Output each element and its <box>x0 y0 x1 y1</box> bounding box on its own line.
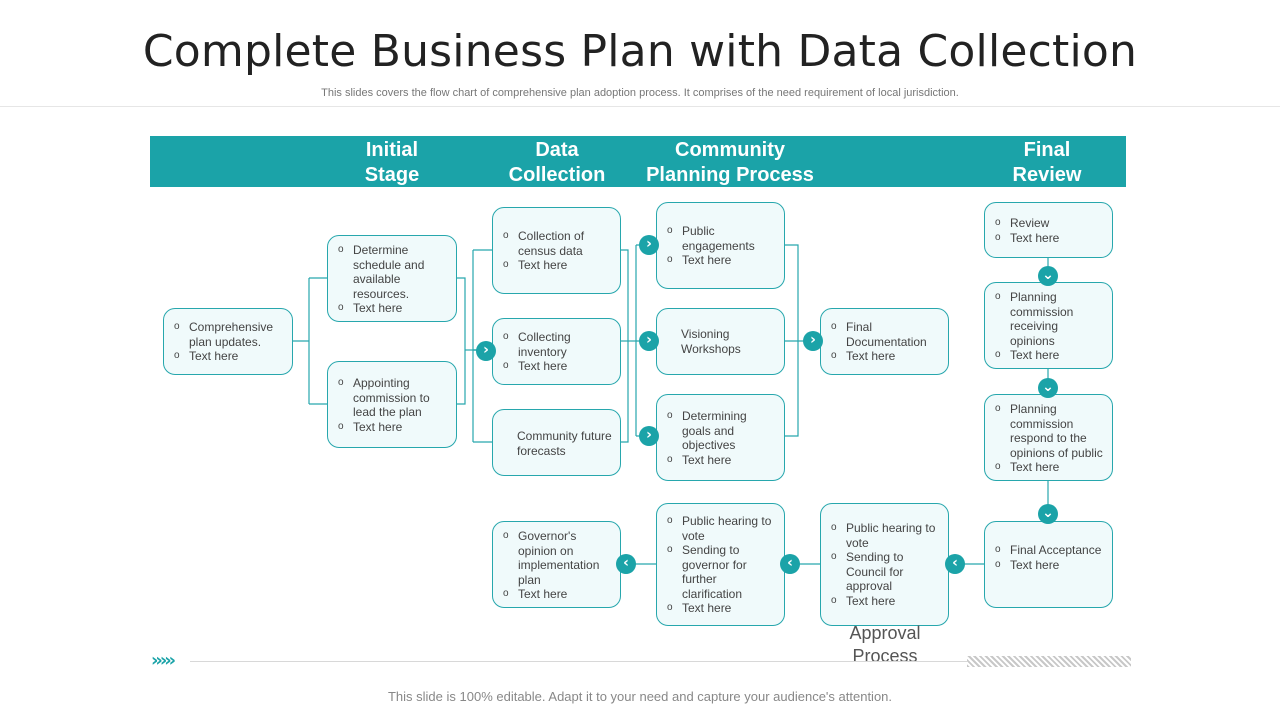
box-visioning-workshops: Visioning Workshops <box>656 308 785 375</box>
box-public-engagements: Public engagementsText here <box>656 202 785 289</box>
hatch-decoration <box>967 656 1131 667</box>
box-public-hearing-governor: Public hearing to voteSending to governo… <box>656 503 785 626</box>
box-comprehensive-plan-updates: Comprehensive plan updates.Text here <box>163 308 293 375</box>
header-band <box>150 136 1126 187</box>
chevron-left-icon: ‹ <box>616 554 636 574</box>
chevron-right-icon: › <box>803 331 823 351</box>
box-appointing-commission: Appointing commission to lead the planTe… <box>327 361 457 448</box>
box-community-forecasts: Community future forecasts <box>492 409 621 476</box>
box-public-hearing-council: Public hearing to voteSending to Council… <box>820 503 949 626</box>
footer-divider <box>190 661 967 662</box>
page-subtitle: This slides covers the flow chart of com… <box>321 87 959 99</box>
chevron-down-icon: ⌄ <box>1038 378 1058 398</box>
chevron-left-icon: ‹ <box>945 554 965 574</box>
box-determine-schedule: Determine schedule and available resourc… <box>327 235 457 322</box>
box-governor-opinion: Governor's opinion on implementation pla… <box>492 521 621 608</box>
chevron-down-icon: ⌄ <box>1038 266 1058 286</box>
box-commission-receiving-opinions: Planning commission receiving opinionsTe… <box>984 282 1113 369</box>
box-census-data: Collection of census dataText here <box>492 207 621 294</box>
chevron-left-icon: ‹ <box>780 554 800 574</box>
chevron-right-icon: › <box>639 331 659 351</box>
chevron-down-icon: ⌄ <box>1038 504 1058 524</box>
chevron-right-icon: › <box>639 426 659 446</box>
page-title: Complete Business Plan with Data Collect… <box>142 26 1138 77</box>
box-collecting-inventory: Collecting inventoryText here <box>492 318 621 385</box>
chevron-right-icon: › <box>639 235 659 255</box>
chevrons-icon: ››››› <box>151 650 176 671</box>
box-commission-respond: Planning commission respond to the opini… <box>984 394 1113 481</box>
divider <box>0 106 1280 107</box>
footer-note: This slide is 100% editable. Adapt it to… <box>387 689 893 704</box>
box-review: ReviewText here <box>984 202 1113 258</box>
box-determining-goals: Determining goals and objectivesText her… <box>656 394 785 481</box>
box-final-acceptance: Final AcceptanceText here <box>984 521 1113 608</box>
box-final-documentation: Final DocumentationText here <box>820 308 949 375</box>
chevron-right-icon: › <box>476 341 496 361</box>
